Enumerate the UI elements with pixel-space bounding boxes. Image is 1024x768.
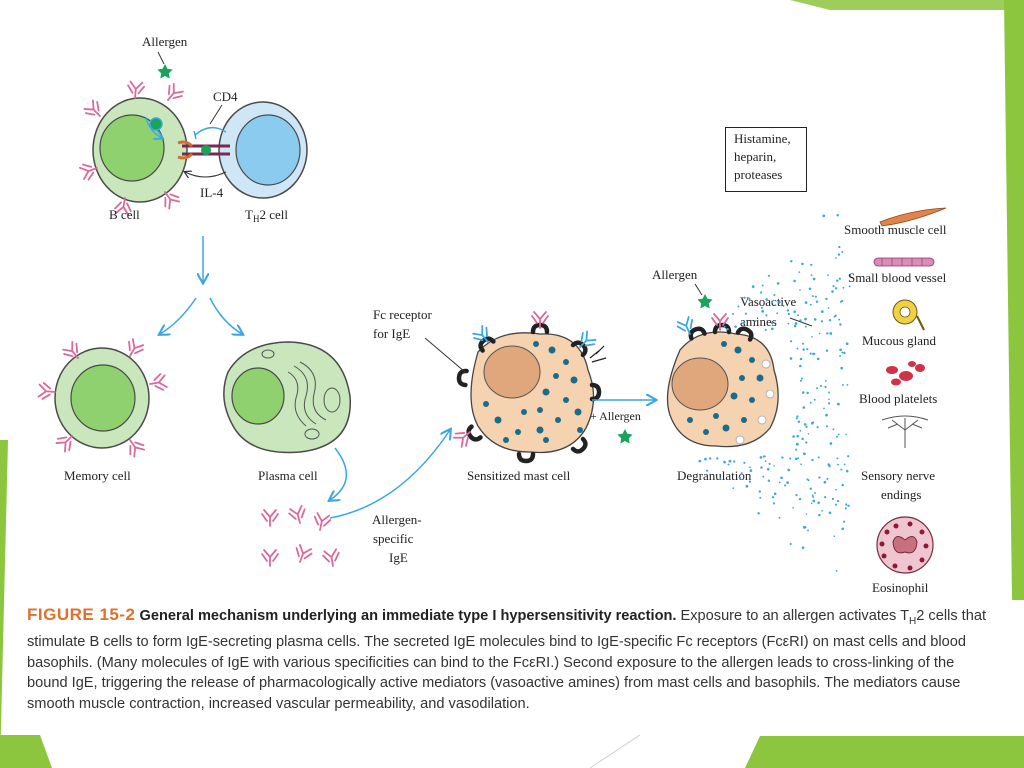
mediator-proteases: proteases <box>734 167 783 182</box>
small-blood-vessel-label: Small blood vessel <box>848 270 947 285</box>
sensory-nerve-label-1: Sensory nerve <box>861 468 935 483</box>
allergen-specific-ige-label-2: specific <box>373 531 414 546</box>
mucous-gland-label: Mucous gland <box>862 333 937 348</box>
plus-allergen-label: + Allergen <box>590 409 641 423</box>
mediators-box: Histamine, heparin, proteases <box>725 127 807 192</box>
vasoactive-label-1: Vasoactive <box>740 294 797 309</box>
plasma-cell-label: Plasma cell <box>258 468 318 483</box>
sensitized-mast-cell <box>451 311 607 461</box>
differentiation-arrows <box>160 236 242 334</box>
eosinophil-icon <box>876 516 934 574</box>
blood-vessel-icon <box>873 257 935 267</box>
caption-text-2: 2 cells that stimulate B cells to form I… <box>27 608 987 712</box>
plasma-cell <box>223 341 351 454</box>
b-cell-label: B cell <box>109 207 140 222</box>
th2-cell-label: TH2 cell <box>245 207 288 224</box>
figure-title: General mechanism underlying an immediat… <box>139 608 677 624</box>
fc-receptor-label-2: for IgE <box>373 326 410 341</box>
eosinophil-label: Eosinophil <box>872 580 929 595</box>
figure-caption: FIGURE 15-2 General mechanism underlying… <box>27 605 987 714</box>
mediator-heparin: heparin, <box>734 149 777 164</box>
smooth-muscle-label: Smooth muscle cell <box>844 222 947 237</box>
mhc-tcr-synapse <box>177 126 230 177</box>
allergen-top-icon <box>157 64 173 79</box>
memory-cell-label: Memory cell <box>64 468 131 483</box>
fc-receptor-pointer <box>424 337 466 373</box>
sensory-nerve-label-2: endings <box>881 487 921 502</box>
plus-allergen-icon <box>617 429 633 444</box>
smooth-muscle-icon <box>879 207 947 227</box>
allergen-mid-label: Allergen <box>652 267 698 282</box>
caption-text-1: Exposure to an allergen activates T <box>676 608 910 624</box>
vasoactive-pointer <box>789 317 813 327</box>
allergen-top-label: Allergen <box>142 34 188 49</box>
blood-platelets-label: Blood platelets <box>859 391 937 406</box>
th2-cell <box>218 101 308 199</box>
plasma-to-ige-arrow <box>330 447 348 500</box>
blood-platelets-icon <box>886 361 925 386</box>
b-cell <box>78 80 188 217</box>
degranulating-mast-cell <box>666 294 779 448</box>
allergen-top-pointer <box>157 51 165 65</box>
cd4-label: CD4 <box>213 89 238 104</box>
mediator-histamine: Histamine, <box>734 131 791 146</box>
fc-receptor-label-1: Fc receptor <box>373 307 433 322</box>
caption-subscript: H <box>909 615 917 627</box>
allergen-specific-ige-label-3: IgE <box>389 550 408 565</box>
degranulation-label: Degranulation <box>677 468 752 483</box>
cd4-pointer <box>209 104 223 125</box>
sensory-nerve-icon <box>881 415 929 448</box>
mucous-gland-icon <box>892 299 925 331</box>
allergen-specific-ige-label-1: Allergen- <box>372 512 422 527</box>
figure-number: FIGURE 15-2 <box>27 605 136 624</box>
secreted-ige-group <box>261 504 342 569</box>
mediator-particles <box>698 214 852 572</box>
ige-to-mast-arrow <box>329 430 450 519</box>
vasoactive-label-2: amines <box>740 314 777 329</box>
memory-cell <box>37 337 169 459</box>
il4-label: IL-4 <box>200 185 224 200</box>
sensitized-mast-cell-label: Sensitized mast cell <box>467 468 571 483</box>
allergen-mid-pointer <box>694 283 703 296</box>
